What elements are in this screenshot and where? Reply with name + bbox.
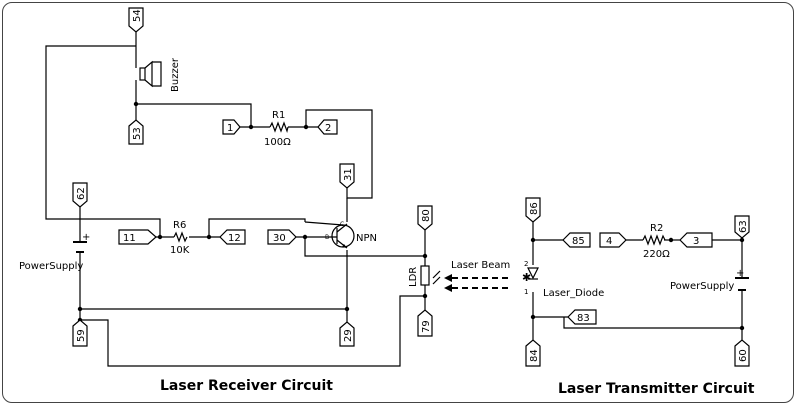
ldr-label: LDR (408, 267, 419, 287)
pin-62-label: 62 (76, 187, 87, 200)
pin-4: 4 (599, 232, 627, 248)
r2-ref: R2 (650, 223, 663, 234)
pin-11: 11 (118, 229, 157, 245)
pin-83-label: 83 (577, 313, 590, 324)
pin-3-label: 3 (693, 236, 699, 247)
pin-54-label: 54 (132, 9, 143, 22)
pin-30: 30 (267, 229, 297, 245)
pin-11-label: 11 (123, 233, 136, 244)
pin-12: 12 (219, 229, 246, 245)
ldr: LDR (408, 265, 441, 287)
ps-left-label: PowerSupply (19, 261, 83, 272)
pin-79-label: 79 (421, 320, 432, 333)
npn-pin-c: C (340, 221, 344, 228)
laser-beam-label: Laser Beam (451, 260, 510, 271)
pin-30-label: 30 (273, 233, 286, 244)
pin-3: 3 (679, 232, 713, 248)
pin-29: 29 (339, 321, 355, 347)
npn-pin-b: B (325, 234, 329, 241)
pin-60: 60 (734, 339, 750, 367)
laser-diode: ✱ 2 1 Laser_Diode (522, 260, 604, 299)
ps-left-plus: + (82, 232, 90, 243)
r2-value: 220Ω (643, 249, 670, 260)
pin-84-label: 84 (529, 349, 540, 362)
pin-1: 1 (222, 119, 241, 135)
receiver-wires (45, 32, 426, 367)
buzzer-label: Buzzer (170, 57, 181, 92)
r1-value: 100Ω (264, 137, 291, 148)
pin-59: 59 (72, 319, 88, 347)
transmitter-title: Laser Transmitter Circuit (558, 381, 755, 397)
pin-63-label: 63 (738, 220, 749, 233)
laser-diode-pin2: 2 (524, 260, 528, 268)
pin-62: 62 (72, 182, 88, 208)
pin-59-label: 59 (76, 329, 87, 342)
ps-right-plus: + (736, 268, 744, 279)
pin-1-label: 1 (227, 123, 233, 134)
pin-86: 86 (525, 197, 541, 223)
receiver-junctions (77, 101, 428, 323)
pin-53: 53 (128, 119, 144, 145)
pin-60-label: 60 (738, 349, 749, 362)
pin-29-label: 29 (343, 329, 354, 342)
transmitter-junctions (530, 237, 745, 331)
pin-4-label: 4 (606, 236, 612, 247)
pin-80-label: 80 (421, 209, 432, 222)
resistor-r6: R6 10K (170, 220, 190, 256)
pin-2-label: 2 (325, 123, 331, 134)
receiver-title: Laser Receiver Circuit (160, 378, 333, 394)
pin-80: 80 (417, 205, 433, 231)
diagram-frame (2, 2, 794, 403)
npn-label: NPN (356, 233, 377, 244)
pin-85-label: 85 (572, 236, 585, 247)
r6-ref: R6 (173, 220, 186, 231)
pin-53-label: 53 (132, 127, 143, 140)
laser-diode-star: ✱ (522, 271, 531, 284)
ps-right-label: PowerSupply (670, 281, 734, 292)
pin-85: 85 (562, 232, 591, 248)
r6-value: 10K (170, 245, 190, 256)
power-supply-left: + PowerSupply (19, 232, 90, 272)
laser-diode-label: Laser_Diode (543, 288, 604, 299)
pin-31: 31 (339, 163, 355, 189)
pin-83: 83 (567, 309, 597, 325)
buzzer: Buzzer (139, 57, 181, 92)
laser-diode-pin1: 1 (524, 288, 528, 296)
pin-12-label: 12 (228, 233, 241, 244)
r1-ref: R1 (272, 110, 285, 121)
pin-63: 63 (734, 215, 750, 239)
pin-84: 84 (525, 339, 541, 367)
pin-2: 2 (317, 119, 338, 135)
laser-beam: Laser Beam (444, 260, 510, 292)
pin-31-label: 31 (343, 168, 354, 181)
pin-86-label: 86 (529, 202, 540, 215)
npn-transistor: B C NPN (325, 221, 377, 249)
transmitter-wires (532, 222, 743, 340)
pin-79: 79 (417, 309, 433, 337)
pin-54: 54 (128, 7, 144, 33)
resistor-r2: R2 220Ω (642, 223, 670, 260)
power-supply-right: + PowerSupply (670, 268, 749, 292)
resistor-r1: R1 100Ω (264, 110, 291, 148)
